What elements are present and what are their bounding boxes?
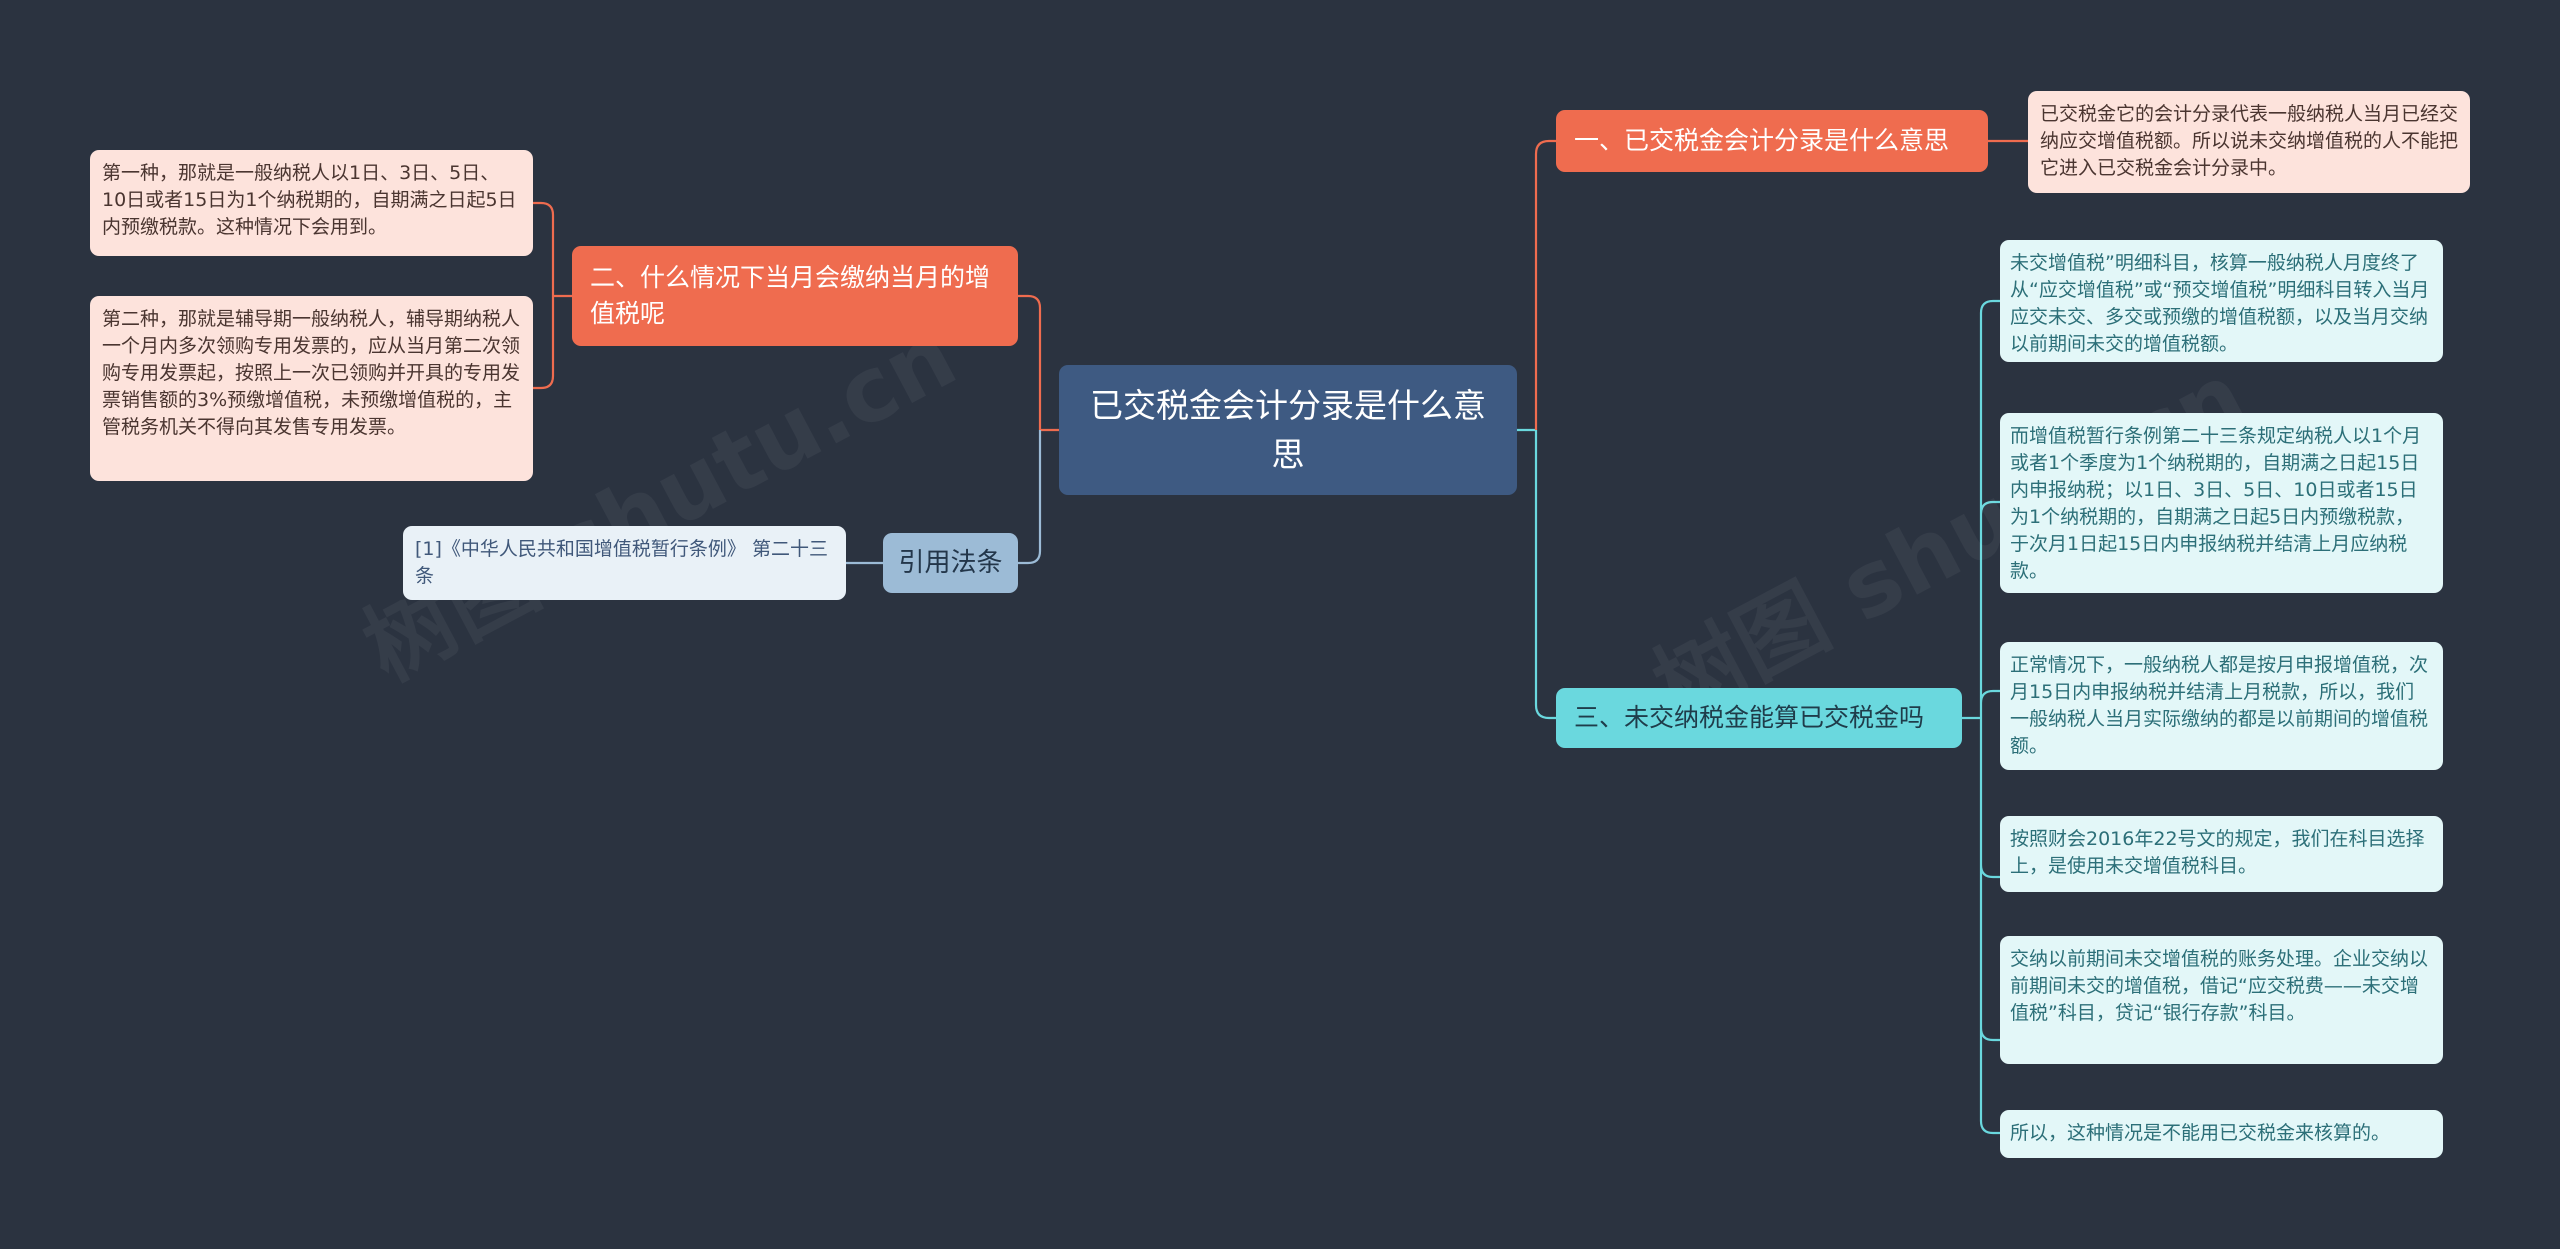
branch-topic-references-label: 引用法条: [898, 548, 1003, 578]
leaf-topic-2-2[interactable]: 第二种，那就是辅导期一般纳税人，辅导期纳税人一个月内多次领购专用发票的，应从当月…: [90, 296, 533, 481]
leaf-topic-2-1[interactable]: 第一种，那就是一般纳税人以1日、3日、5日、10日或者15日为1个纳税期的，自期…: [90, 150, 533, 256]
branch-topic-2[interactable]: 二、什么情况下当月会缴纳当月的增值税呢: [572, 246, 1018, 346]
leaf-topic-3-4[interactable]: 按照财会2016年22号文的规定，我们在科目选择上，是使用未交增值税科目。: [2000, 816, 2443, 892]
leaf-topic-text: 所以，这种情况是不能用已交税金来核算的。: [2010, 1122, 2391, 1144]
root-topic[interactable]: 已交税金会计分录是什么意思: [1059, 365, 1517, 495]
leaf-topic-text: 而增值税暂行条例第二十三条规定纳税人以1个月或者1个季度为1个纳税期的，自期满之…: [2010, 425, 2422, 582]
branch-topic-2-label: 二、什么情况下当月会缴纳当月的增值税呢: [590, 263, 991, 328]
edge-branch3: [1534, 430, 1556, 720]
leaf-topic-text: 第二种，那就是辅导期一般纳税人，辅导期纳税人一个月内多次领购专用发票的，应从当月…: [102, 308, 521, 438]
edge-branch4: [1018, 430, 1042, 565]
branch-topic-1-label: 一、已交税金会计分录是什么意思: [1574, 126, 1950, 155]
leaf-topic-3-1[interactable]: 未交增值税”明细科目，核算一般纳税人月度终了从“应交增值税”或“预交增值税”明细…: [2000, 240, 2443, 362]
edge-branch3-leaves: [1962, 299, 2000, 1135]
leaf-topic-text: [1]《中华人民共和国增值税暂行条例》 第二十三条: [415, 538, 828, 587]
leaf-topic-reference-1[interactable]: [1]《中华人民共和国增值税暂行条例》 第二十三条: [403, 526, 846, 600]
leaf-topic-1-1[interactable]: 已交税金它的会计分录代表一般纳税人当月已经交纳应交增值税额。所以说未交纳增值税的…: [2028, 91, 2470, 193]
leaf-topic-text: 未交增值税”明细科目，核算一般纳税人月度终了从“应交增值税”或“预交增值税”明细…: [2010, 252, 2430, 355]
leaf-topic-3-5[interactable]: 交纳以前期间未交增值税的账务处理。企业交纳以前期间未交的增值税，借记“应交税费—…: [2000, 936, 2443, 1064]
branch-topic-1[interactable]: 一、已交税金会计分录是什么意思: [1556, 110, 1988, 172]
branch-topic-references[interactable]: 引用法条: [883, 533, 1018, 593]
root-topic-label: 已交税金会计分录是什么意思: [1090, 386, 1486, 474]
branch-topic-3[interactable]: 三、未交纳税金能算已交税金吗: [1556, 688, 1962, 748]
edge-branch2-leaves: [533, 201, 572, 390]
edge-branch1: [1534, 139, 1556, 430]
leaf-topic-text: 交纳以前期间未交增值税的账务处理。企业交纳以前期间未交的增值税，借记“应交税费—…: [2010, 948, 2429, 1024]
leaf-topic-text: 第一种，那就是一般纳税人以1日、3日、5日、10日或者15日为1个纳税期的，自期…: [102, 162, 517, 238]
branch-topic-3-label: 三、未交纳税金能算已交税金吗: [1574, 703, 1925, 732]
leaf-topic-text: 已交税金它的会计分录代表一般纳税人当月已经交纳应交增值税额。所以说未交纳增值税的…: [2040, 103, 2459, 179]
leaf-topic-3-2[interactable]: 而增值税暂行条例第二十三条规定纳税人以1个月或者1个季度为1个纳税期的，自期满之…: [2000, 413, 2443, 593]
leaf-topic-3-6[interactable]: 所以，这种情况是不能用已交税金来核算的。: [2000, 1110, 2443, 1158]
edge-branch2: [1018, 294, 1042, 430]
leaf-topic-text: 按照财会2016年22号文的规定，我们在科目选择上，是使用未交增值税科目。: [2010, 828, 2425, 877]
leaf-topic-text: 正常情况下，一般纳税人都是按月申报增值税，次月15日内申报纳税并结清上月税款，所…: [2010, 654, 2429, 757]
leaf-topic-3-3[interactable]: 正常情况下，一般纳税人都是按月申报增值税，次月15日内申报纳税并结清上月税款，所…: [2000, 642, 2443, 770]
